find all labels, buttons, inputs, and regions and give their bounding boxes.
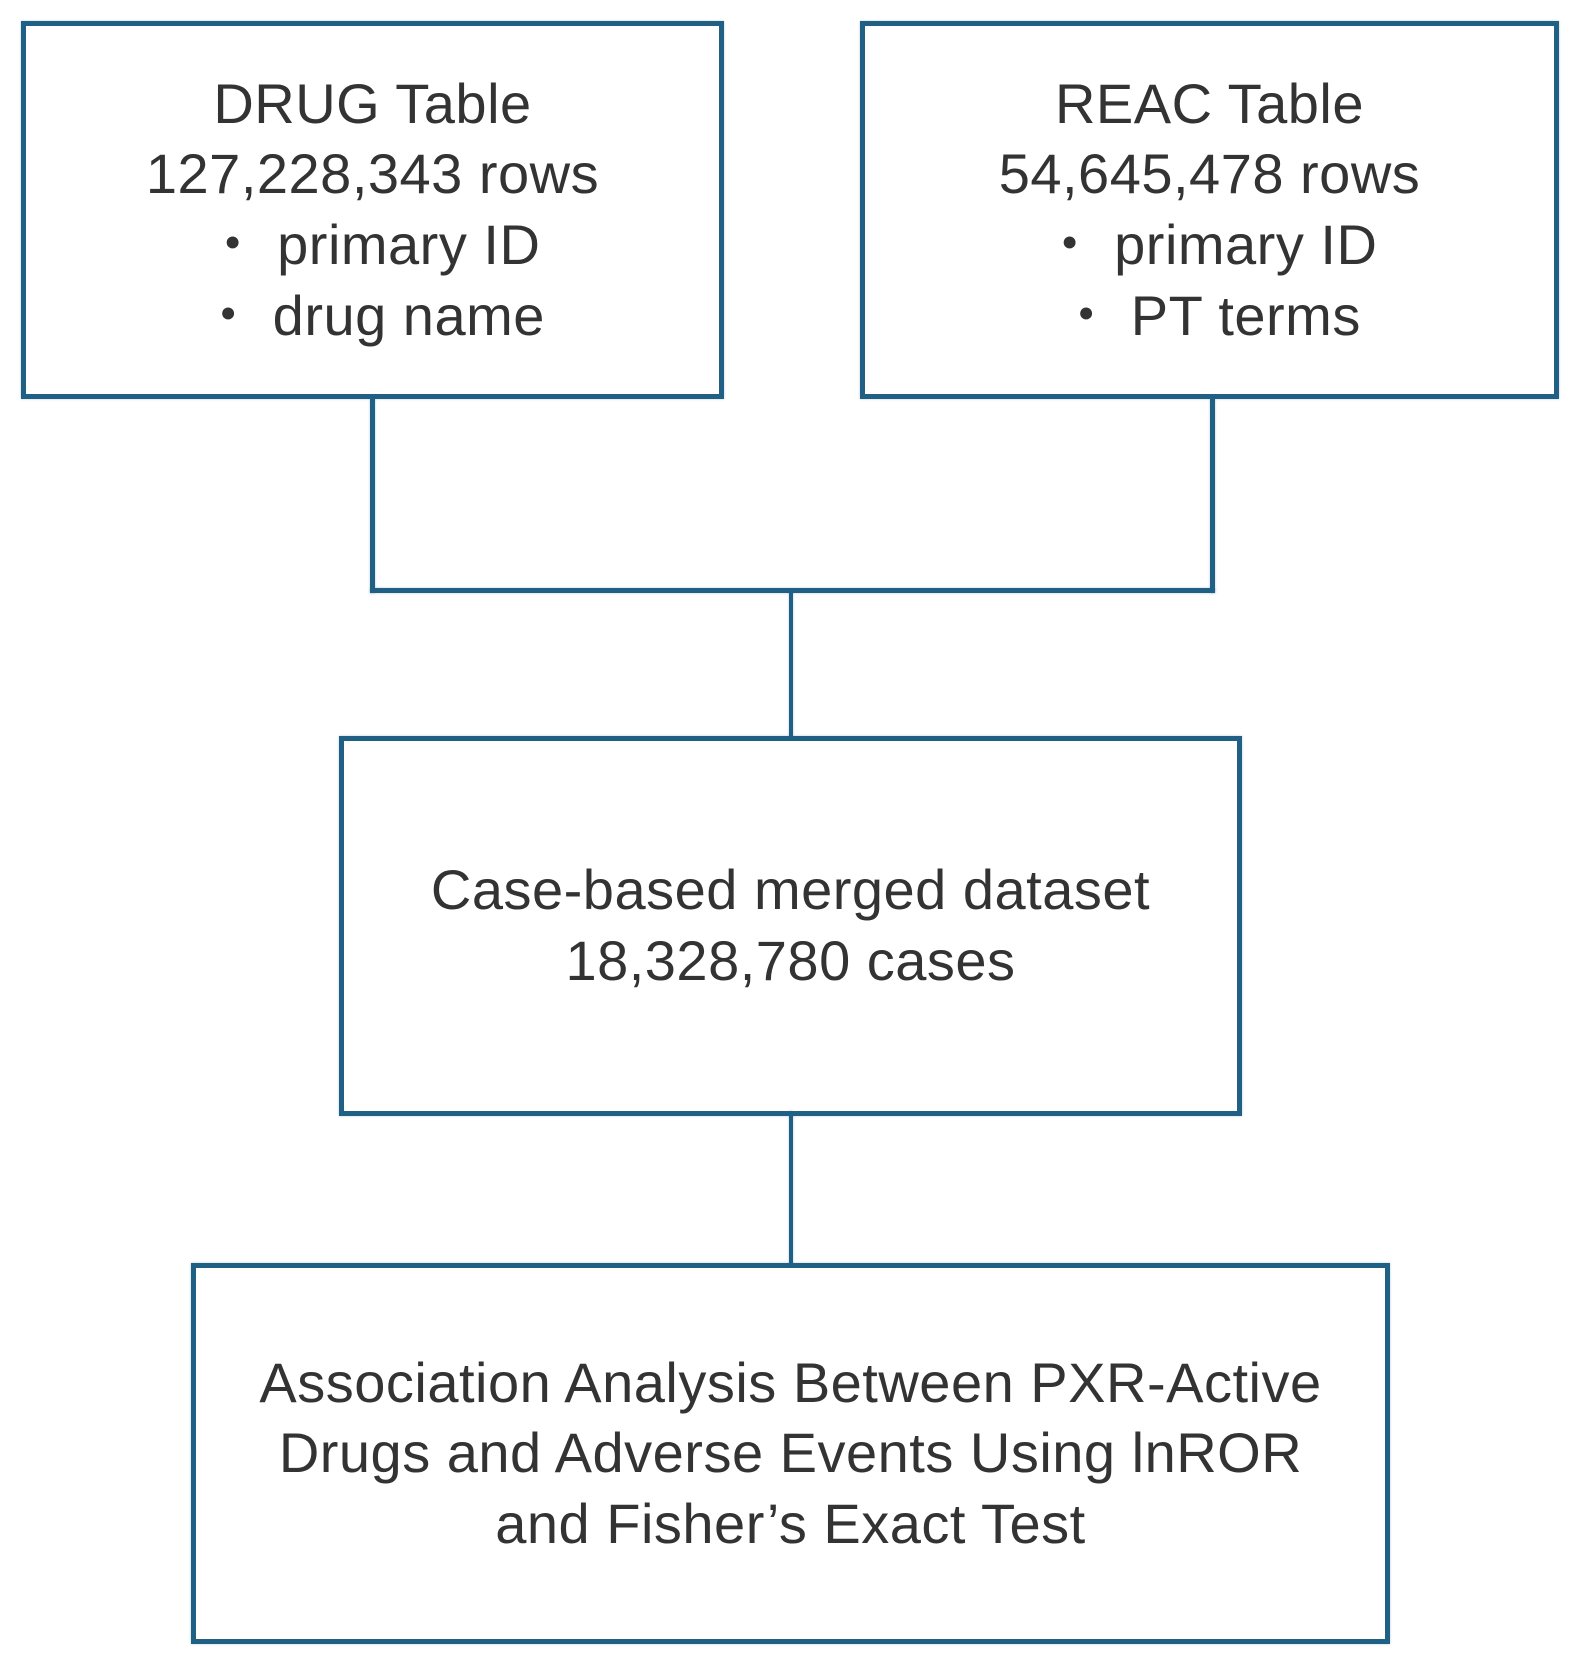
drug-table-box: DRUG Table 127,228,343 rows ・ primary ID… — [21, 21, 724, 399]
drug-table-bullet-primary-id: ・ primary ID — [204, 213, 541, 276]
reac-table-bullet-primary-id: ・ primary ID — [1041, 213, 1378, 276]
reac-table-rowcount: 54,645,478 rows — [998, 142, 1421, 206]
reac-table-bullet-pt-terms: ・ PT terms — [1058, 283, 1361, 347]
analysis-text-line-2: Drugs and Adverse Events Using lnROR — [278, 1421, 1303, 1485]
drug-table-bullet-drug-name: ・ drug name — [200, 283, 545, 347]
analysis-text-line-3: and Fisher’s Exact Test — [495, 1491, 1086, 1555]
analysis-text-line-1: Association Analysis Between PXR-Active — [259, 1350, 1322, 1414]
drug-table-rowcount: 127,228,343 rows — [145, 142, 600, 206]
connector-to-merged-line — [789, 590, 793, 741]
merged-dataset-casecount: 18,328,780 cases — [565, 929, 1016, 992]
reac-table-title: REAC Table — [1054, 71, 1364, 135]
drug-table-title: DRUG Table — [213, 71, 532, 135]
connector-drug-down-line — [370, 399, 375, 593]
merged-dataset-title: Case-based merged dataset — [430, 858, 1151, 922]
connector-to-analysis-line — [789, 1111, 793, 1268]
reac-table-box: REAC Table 54,645,478 rows ・ primary ID … — [860, 21, 1559, 399]
merged-dataset-box: Case-based merged dataset 18,328,780 cas… — [339, 736, 1242, 1116]
association-analysis-box: Association Analysis Between PXR-Active … — [191, 1263, 1390, 1644]
connector-reac-down-line — [1210, 399, 1215, 593]
